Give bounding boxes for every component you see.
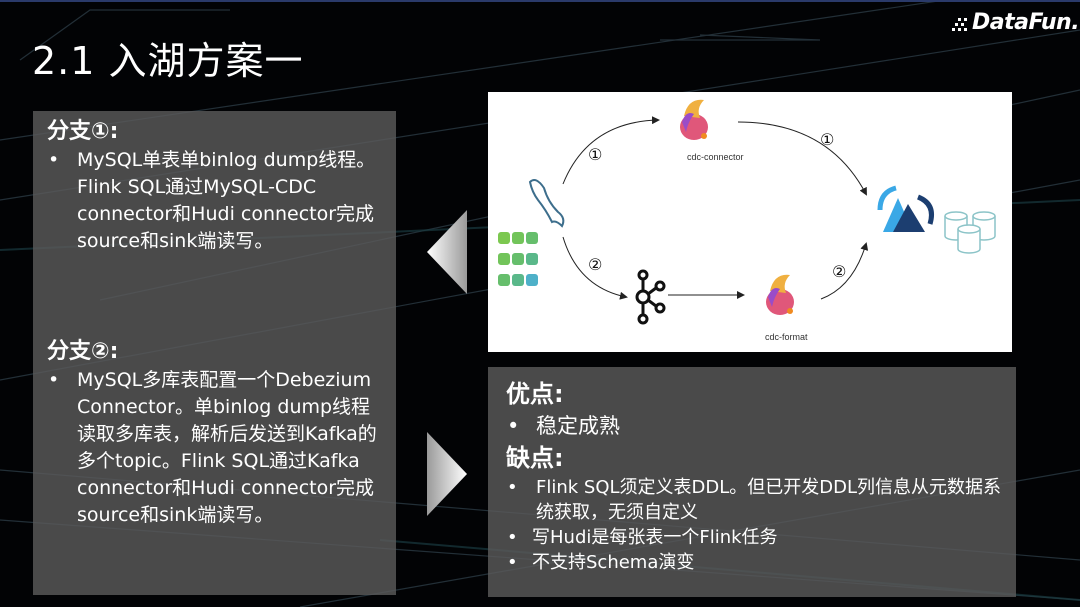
mysql-dolphin-icon	[528, 179, 565, 228]
bullet-icon: •	[507, 477, 518, 498]
path-1-arrow-a	[562, 116, 660, 185]
top-border	[0, 0, 1080, 2]
pros-heading: 优点:	[506, 380, 564, 408]
bullet-icon: •	[507, 414, 520, 438]
bullet-text: MySQL单表单binlog dump线程。Flink SQL通过MySQL-C…	[77, 149, 376, 252]
marker-2b: ②	[832, 262, 846, 281]
branch-2-section: 分支②: • MySQL多库表配置一个Debezium Connector。单b…	[47, 337, 387, 529]
bullet-text: MySQL多库表配置一个Debezium Connector。单binlog d…	[77, 369, 377, 526]
bullet-text: 不支持Schema演变	[532, 552, 695, 573]
bullet-icon: •	[507, 527, 518, 548]
label-cdc-connector: cdc-connector	[687, 152, 744, 162]
path-2-arrow-a	[562, 236, 628, 300]
marker-2a: ②	[588, 255, 602, 274]
bullet-text: Flink SQL须定义表DDL。但已开发DDL列信息从元数据系统获取，无须自定…	[536, 477, 1002, 523]
branch-2-heading: 分支②:	[47, 339, 119, 364]
logo-dots-icon	[952, 18, 967, 31]
triangle-left-icon	[427, 210, 467, 294]
branch-1-bullet: • MySQL单表单binlog dump线程。Flink SQL通过MySQL…	[47, 147, 387, 255]
path-2-arrow-c	[820, 242, 869, 300]
label-cdc-format: cdc-format	[765, 332, 808, 342]
flink-format-icon	[766, 274, 794, 315]
source-platform-icon	[498, 232, 538, 286]
branches-panel: 分支①: • MySQL单表单binlog dump线程。Flink SQL通过…	[33, 111, 396, 595]
cons-heading: 缺点:	[506, 444, 564, 472]
evaluation-panel: 优点: • 稳定成熟 缺点: • Flink SQL须定义表DDL。但已开发DD…	[488, 367, 1016, 597]
architecture-diagram: ① ① ② ②	[488, 92, 1012, 352]
hudi-icon	[877, 185, 934, 232]
cons-item: • 写Hudi是每张表一个Flink任务	[506, 525, 1006, 550]
bullet-icon: •	[48, 149, 60, 171]
diagram-canvas: ① ① ② ②	[498, 99, 996, 325]
branch-1-heading: 分支①:	[47, 119, 119, 144]
bullet-icon: •	[48, 369, 60, 391]
kafka-icon	[635, 269, 666, 325]
cons-item: • Flink SQL须定义表DDL。但已开发DDL列信息从元数据系统获取，无须…	[506, 475, 1006, 525]
bullet-text: 写Hudi是每张表一个Flink任务	[532, 527, 778, 548]
triangle-right-icon	[427, 432, 467, 516]
marker-1b: ①	[820, 130, 834, 149]
path-1-arrow-b	[737, 121, 867, 196]
marker-1a: ①	[588, 145, 602, 164]
pros-item: • 稳定成熟	[506, 411, 1006, 441]
bullet-text: 稳定成熟	[536, 414, 620, 438]
branch-1-section: 分支①: • MySQL单表单binlog dump线程。Flink SQL通过…	[47, 117, 387, 255]
datafun-logo: DataFun.	[952, 10, 1080, 40]
cons-item: • 不支持Schema演变	[506, 550, 1006, 575]
flink-connector-icon	[680, 99, 708, 140]
logo-text: DataFun.	[972, 10, 1080, 35]
slide-title: 2.1 入湖方案一	[32, 39, 304, 83]
bullet-icon: •	[507, 552, 518, 573]
database-icon	[944, 211, 996, 254]
branch-2-bullet: • MySQL多库表配置一个Debezium Connector。单binlog…	[47, 367, 387, 529]
